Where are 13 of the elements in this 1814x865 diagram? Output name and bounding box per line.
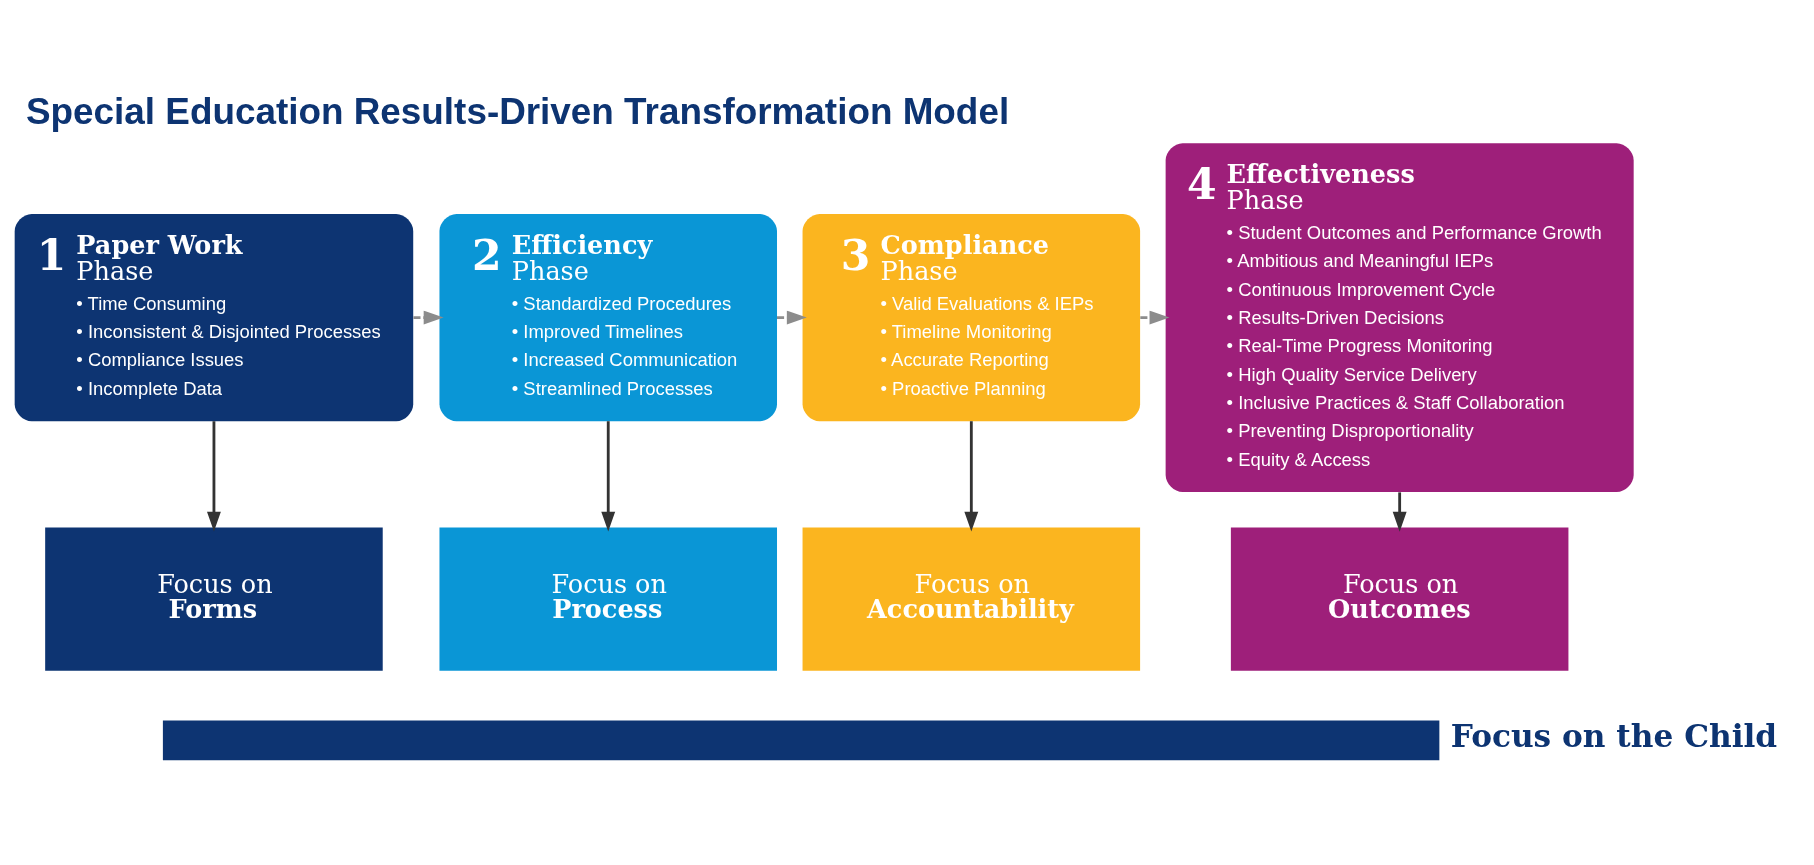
arrow <box>1139 310 1169 325</box>
arrow <box>600 421 615 532</box>
node-box: Focus on Process <box>438 527 777 671</box>
diagram-title: Special Education Results-Driven Transformation Model <box>25 91 1009 133</box>
arrow <box>412 310 444 325</box>
arrow <box>206 421 221 532</box>
arrow <box>776 310 807 325</box>
node-box: Focus on Accountability <box>802 527 1140 671</box>
arrow <box>1392 492 1407 532</box>
node-box: Focus on Outcomes <box>1230 527 1568 671</box>
node-box: Focus on Forms <box>44 527 383 671</box>
arrow <box>963 421 978 532</box>
label: Focus on the Child <box>1450 717 1777 754</box>
